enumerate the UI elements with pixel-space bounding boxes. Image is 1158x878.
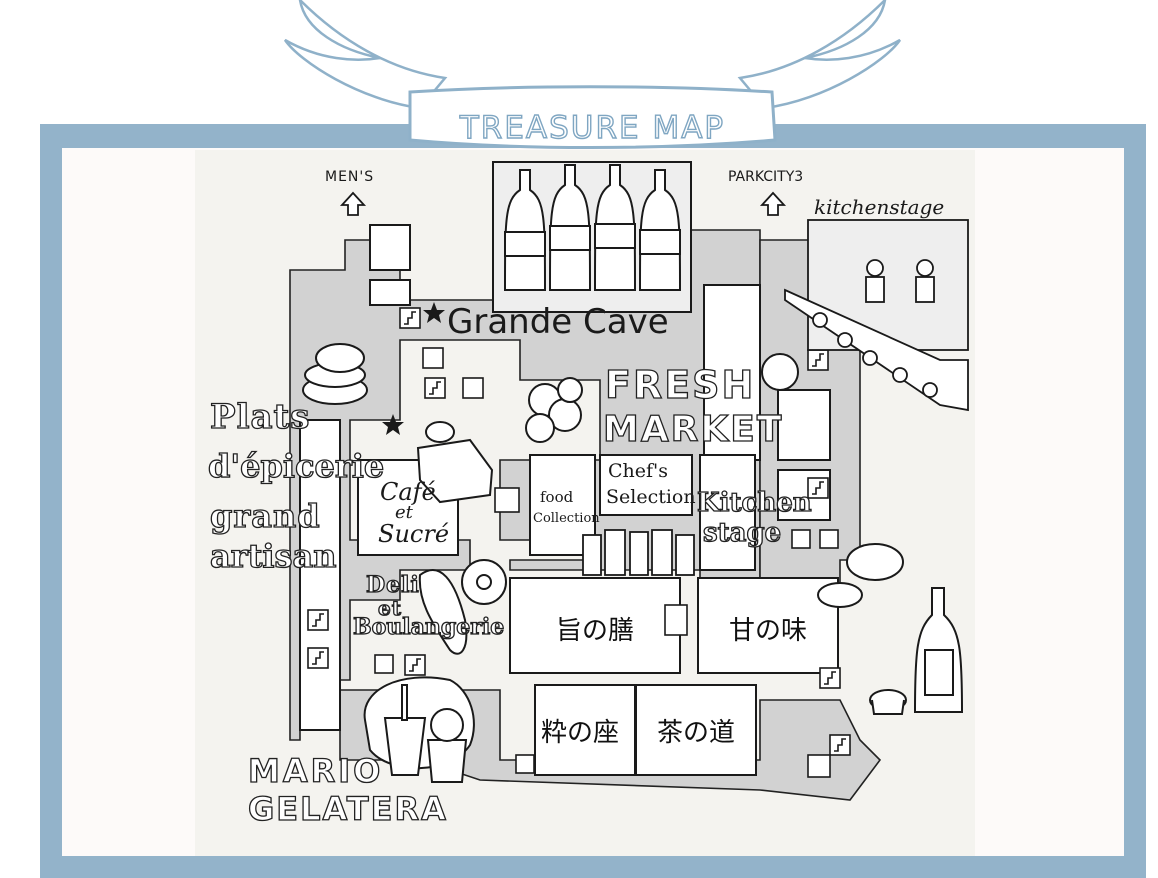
restroom-icon	[422, 347, 444, 369]
bread-icon	[418, 569, 468, 655]
cake-icon	[416, 421, 494, 504]
area-food-collection-line1: food	[540, 488, 574, 506]
area-chefs-selection-line2: Selection	[606, 486, 696, 508]
jar-icons	[582, 529, 695, 576]
area-plats-line1: Plats	[209, 397, 311, 437]
escalator-icon	[829, 734, 851, 756]
area-deli-line2: et	[377, 596, 402, 620]
escalator-icon	[399, 307, 421, 329]
escalator-icon	[307, 609, 329, 631]
area-plats-line3: grand	[209, 497, 321, 535]
elevator-icon	[515, 754, 535, 774]
store-blocks	[299, 224, 839, 776]
escalator-icon	[819, 667, 841, 689]
elevator-icon	[807, 754, 831, 778]
escalator-icon	[424, 377, 446, 399]
area-mario-line1: MARIO	[247, 752, 384, 790]
cake-icon	[302, 343, 368, 405]
area-kitchen-stage-line1: Kitchen	[696, 488, 812, 518]
escalator-icons	[307, 307, 851, 756]
area-mario-line2: GELATERA	[247, 790, 448, 828]
kitchen-counter-illustration	[784, 219, 969, 412]
arrow-up-icon	[339, 191, 367, 216]
tomato-icon	[525, 377, 583, 443]
area-food-collection-line2: Collection	[533, 511, 600, 526]
area-kitchen-stage-line2: stage	[702, 518, 782, 548]
restroom-icon	[819, 529, 839, 549]
direction-mens: MEN'S	[325, 169, 375, 185]
kitchenstage-sign: kitchenstage	[814, 195, 945, 219]
escalator-icon	[807, 477, 829, 499]
area-cha: 茶の道	[656, 718, 735, 748]
elevator-icon	[791, 529, 811, 549]
facility-icons	[374, 347, 839, 778]
area-cafe-line3: Sucré	[378, 520, 450, 548]
area-umami: 旨の膳	[555, 616, 634, 646]
escalator-icon	[307, 647, 329, 669]
direction-parkcity: PARKCITY3	[728, 169, 804, 185]
escalator-icon	[807, 349, 829, 371]
area-plats-line2: d'épicerie	[207, 447, 385, 485]
sake-bottle-icon	[869, 587, 964, 715]
area-fresh-market-line1: FRESH	[604, 363, 756, 407]
area-grande-cave: Grande Cave	[447, 302, 669, 342]
ribbon-banner	[408, 85, 777, 149]
area-amami: 甘の味	[728, 616, 807, 646]
area-cafe-line2: et	[395, 502, 413, 523]
star-icon	[382, 414, 404, 435]
ribbon-wing-right	[737, 0, 902, 110]
area-plats-line4: artisan	[209, 537, 337, 575]
elevator-icon	[664, 604, 688, 636]
lemon-icon	[761, 353, 799, 391]
ribbon-wing-left	[283, 0, 448, 110]
map-title: TREASURE MAP	[459, 109, 726, 146]
gelato-cup-icon	[363, 676, 475, 783]
star-icon	[423, 302, 445, 323]
area-cafe-line1: Café	[380, 478, 436, 506]
donut-icon	[461, 559, 507, 605]
arrow-up-icon	[759, 191, 787, 216]
elevator-icon	[374, 654, 394, 674]
elevator-icon	[462, 377, 484, 399]
area-deli-line3: Boulangerie	[352, 614, 505, 640]
elevator-icon	[494, 487, 520, 513]
wine-bottle-icon	[492, 161, 692, 313]
area-chefs-selection-line1: Chef's	[608, 460, 669, 482]
sweets-icon	[817, 543, 904, 608]
escalator-icon	[404, 654, 426, 676]
area-fresh-market-line2: MARKET	[602, 409, 784, 450]
area-iki: 粋の座	[540, 718, 619, 748]
area-deli-line1: Deli	[365, 572, 420, 598]
